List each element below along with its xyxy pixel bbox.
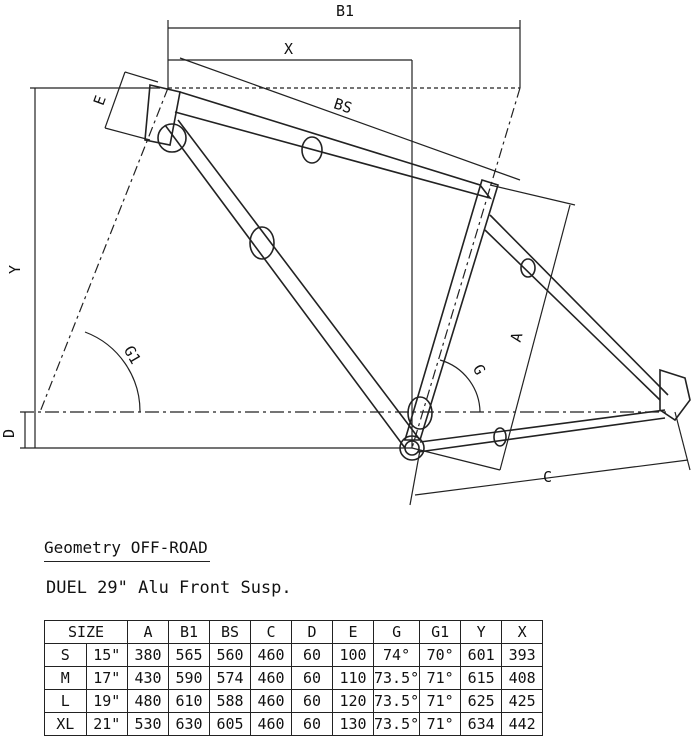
table-cell: L	[44, 689, 87, 713]
table-cell: 442	[501, 712, 544, 736]
table-cell: 60	[291, 643, 333, 667]
dimension-lines	[20, 20, 691, 506]
table-cell: 480	[127, 689, 169, 713]
table-cell: XL	[44, 712, 87, 736]
header-cell: C	[250, 620, 292, 644]
header-cell: A	[127, 620, 169, 644]
label-x: X	[284, 40, 293, 58]
table-cell: 615	[460, 666, 503, 690]
table-cell: 100	[332, 643, 374, 667]
header-cell: E	[332, 620, 374, 644]
table-cell: 605	[209, 712, 251, 736]
label-bs: BS	[332, 95, 355, 118]
header-cell: D	[291, 620, 333, 644]
table-cell: 408	[501, 666, 544, 690]
table-cell: 71°	[419, 689, 462, 713]
table-header-row: SIZE A B1 BS C D E G G1 Y X	[44, 620, 544, 644]
table-cell: 574	[209, 666, 251, 690]
table-cell: 74°	[372, 643, 421, 667]
label-y: Y	[6, 265, 24, 274]
table-cell: S	[44, 643, 87, 667]
table-cell: 393	[501, 643, 544, 667]
table-cell: 71°	[419, 666, 462, 690]
table-cell: 21"	[85, 712, 128, 736]
table-cell: 130	[332, 712, 374, 736]
table-cell: 425	[501, 689, 544, 713]
table-cell: 17"	[85, 666, 128, 690]
header-cell: X	[501, 620, 544, 644]
table-cell: M	[44, 666, 87, 690]
table-cell: 460	[250, 689, 292, 713]
table-cell: 460	[250, 712, 292, 736]
table-cell: 19"	[85, 689, 128, 713]
table-cell: 630	[168, 712, 210, 736]
table-cell: 530	[127, 712, 169, 736]
label-d: D	[0, 429, 18, 438]
model-name: DUEL 29" Alu Front Susp.	[46, 578, 292, 598]
table-cell: 73.5°	[372, 689, 421, 713]
header-cell: BS	[209, 620, 251, 644]
header-cell: G1	[419, 620, 462, 644]
header-cell: G	[372, 620, 421, 644]
label-g1: G1	[120, 343, 145, 368]
table-cell: 588	[209, 689, 251, 713]
table-cell: 380	[127, 643, 169, 667]
table-cell: 73.5°	[372, 666, 421, 690]
label-a: A	[507, 330, 527, 343]
table-cell: 60	[291, 712, 333, 736]
frame-diagram: B1 X BS E Y G1 G A C D	[0, 2, 691, 506]
table-cell: 625	[460, 689, 503, 713]
table-cell: 120	[332, 689, 374, 713]
table-cell: 60	[291, 666, 333, 690]
table-cell: 460	[250, 643, 292, 667]
table-cell: 590	[168, 666, 210, 690]
table-cell: 60	[291, 689, 333, 713]
label-c: C	[543, 468, 552, 486]
table-cell: 634	[460, 712, 503, 736]
header-cell: SIZE	[44, 620, 128, 644]
frame-tubes	[144, 84, 691, 461]
table-cell: 70°	[419, 643, 462, 667]
label-e: E	[90, 93, 110, 108]
table-cell: 110	[332, 666, 374, 690]
table-cell: 560	[209, 643, 251, 667]
table-cell: 73.5°	[372, 712, 421, 736]
table-cell: 601	[460, 643, 503, 667]
table-cell: 610	[168, 689, 210, 713]
label-b1: B1	[336, 2, 354, 20]
table-cell: 460	[250, 666, 292, 690]
header-cell: Y	[460, 620, 503, 644]
table-cell: 565	[168, 643, 210, 667]
table-cell: 71°	[419, 712, 462, 736]
label-g: G	[469, 361, 489, 378]
section-title: Geometry OFF-ROAD	[44, 538, 210, 562]
table-cell: 15"	[85, 643, 128, 667]
header-cell: B1	[168, 620, 210, 644]
table-cell: 430	[127, 666, 169, 690]
